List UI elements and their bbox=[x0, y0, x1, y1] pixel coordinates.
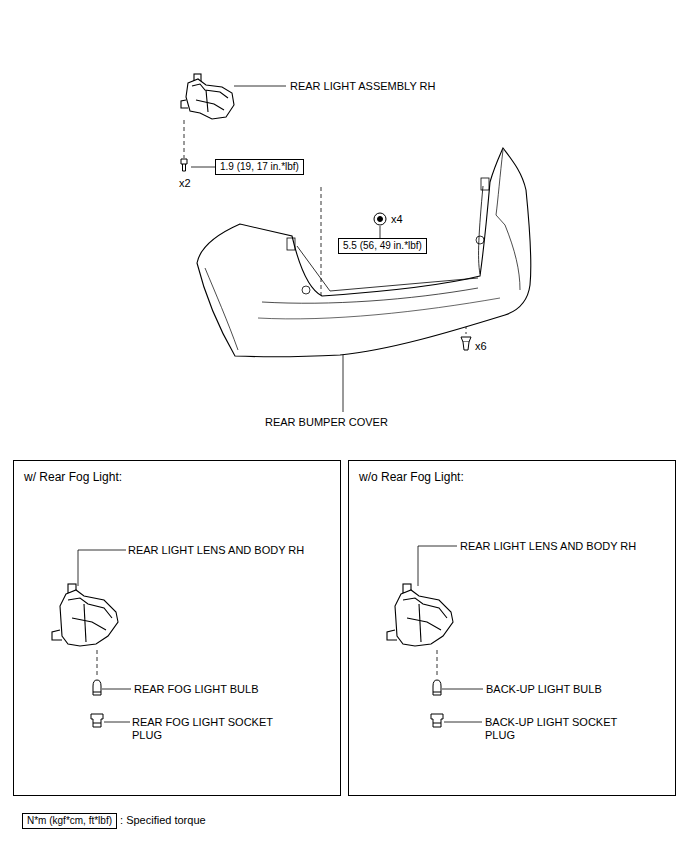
rear-light-assembly bbox=[186, 79, 234, 119]
nut-symbol bbox=[374, 213, 386, 225]
socket-symbol bbox=[431, 714, 443, 727]
legend-torque-box: N*m (kgf*cm, ft*lbf) bbox=[22, 813, 117, 829]
rear-bumper-cover bbox=[496, 150, 520, 290]
leader-line bbox=[191, 167, 215, 168]
rear-light-lens-and-body bbox=[60, 590, 118, 646]
rear-light-lens-and-body bbox=[407, 618, 441, 630]
rear-bumper-cover bbox=[258, 298, 500, 319]
rear-bumper-cover bbox=[197, 148, 531, 357]
rear-light-lens-and-body bbox=[419, 604, 421, 642]
bolt-symbol bbox=[181, 159, 187, 164]
rear-bumper-cover bbox=[197, 148, 531, 357]
socket-symbol bbox=[431, 714, 443, 727]
rear-light-assembly bbox=[181, 74, 234, 119]
socket-symbol bbox=[93, 723, 101, 724]
rear-light-lens-and-body bbox=[72, 618, 106, 630]
bolt-symbol bbox=[183, 164, 186, 171]
leader-line bbox=[418, 546, 483, 722]
panel-heading: w/ Rear Fog Light: bbox=[24, 470, 330, 484]
rear-bumper-cover bbox=[481, 178, 489, 190]
legend-text: : Specified torque bbox=[120, 814, 206, 827]
rear-light-lens-and-body bbox=[52, 630, 62, 640]
variant-panel: w/ Rear Fog Light: bbox=[13, 460, 341, 796]
rear-bumper-cover bbox=[287, 238, 295, 250]
rear-light-lens-and-body bbox=[395, 590, 453, 646]
leader-line bbox=[78, 550, 131, 722]
torque-value: 1.9 (19, 17 in.*lbf) bbox=[220, 161, 299, 173]
rear-bumper-cover bbox=[205, 268, 238, 350]
part-name: BACK-UP LIGHT SOCKET PLUG bbox=[485, 716, 637, 742]
rear-light-lens-and-body bbox=[84, 604, 86, 642]
dashed-guide bbox=[437, 650, 438, 678]
quantity: x4 bbox=[391, 213, 403, 226]
part-name: REAR BUMPER COVER bbox=[265, 416, 388, 429]
quantity: x6 bbox=[475, 340, 487, 353]
leader-line bbox=[380, 226, 381, 238]
torque-box: 1.9 (19, 17 in.*lbf) bbox=[215, 159, 304, 175]
rear-bumper-cover bbox=[479, 186, 483, 274]
variant-panel: w/o Rear Fog Light: bbox=[348, 460, 676, 796]
socket-symbol bbox=[91, 714, 103, 727]
rear-light-assembly bbox=[181, 100, 188, 108]
bulb-symbol bbox=[433, 680, 441, 695]
torque-value: 5.5 (56, 49 in.*lbf) bbox=[343, 240, 422, 252]
leader-line bbox=[418, 546, 457, 586]
quantity: x2 bbox=[179, 177, 191, 190]
rear-light-assembly bbox=[192, 84, 228, 98]
part-name: REAR FOG LIGHT BULB bbox=[134, 683, 259, 696]
part-name: REAR LIGHT LENS AND BODY RH bbox=[128, 544, 304, 557]
clip-symbol bbox=[461, 337, 471, 350]
socket-symbol bbox=[433, 723, 441, 724]
rear-light-lens-and-body bbox=[387, 584, 453, 646]
leader-line bbox=[102, 689, 131, 690]
bulb-symbol bbox=[93, 680, 101, 695]
bulb-symbol bbox=[433, 680, 441, 695]
rear-light-assembly bbox=[196, 100, 224, 110]
leader-line bbox=[343, 355, 344, 412]
leader-line bbox=[234, 86, 286, 87]
leader-line bbox=[104, 722, 130, 723]
rear-light-lens-and-body bbox=[403, 598, 447, 618]
rear-light-assembly bbox=[206, 90, 208, 112]
bulb-symbol bbox=[93, 680, 101, 695]
rear-light-lens-and-body bbox=[52, 584, 118, 646]
nut-symbol bbox=[374, 213, 386, 225]
part-name: REAR LIGHT ASSEMBLY RH bbox=[290, 80, 436, 93]
socket-symbol bbox=[91, 714, 103, 727]
clip-symbol bbox=[463, 342, 469, 350]
rear-light-lens-and-body bbox=[387, 630, 397, 640]
bulb-symbol bbox=[433, 692, 441, 693]
bulb-symbol bbox=[93, 692, 101, 693]
dashed-guide bbox=[184, 120, 185, 158]
rear-bumper-cover bbox=[302, 286, 310, 294]
part-name: BACK-UP LIGHT BULB bbox=[486, 683, 602, 696]
nut-symbol bbox=[378, 217, 383, 222]
torque-value: N*m (kgf*cm, ft*lbf) bbox=[27, 815, 112, 827]
clip-symbol bbox=[461, 337, 471, 342]
part-name: REAR FOG LIGHT SOCKET PLUG bbox=[132, 716, 292, 742]
panel-heading: w/o Rear Fog Light: bbox=[359, 470, 665, 484]
rear-bumper-cover bbox=[476, 236, 484, 244]
leader-line bbox=[442, 689, 483, 690]
torque-box: 5.5 (56, 49 in.*lbf) bbox=[338, 238, 427, 254]
part-name: REAR LIGHT LENS AND BODY RH bbox=[460, 540, 636, 553]
leader-line bbox=[78, 550, 126, 586]
leader-line bbox=[444, 722, 482, 723]
rear-light-lens-and-body bbox=[68, 598, 112, 618]
bolt-symbol bbox=[181, 159, 187, 171]
rear-bumper-cover bbox=[262, 288, 478, 303]
dashed-guide bbox=[97, 650, 98, 678]
